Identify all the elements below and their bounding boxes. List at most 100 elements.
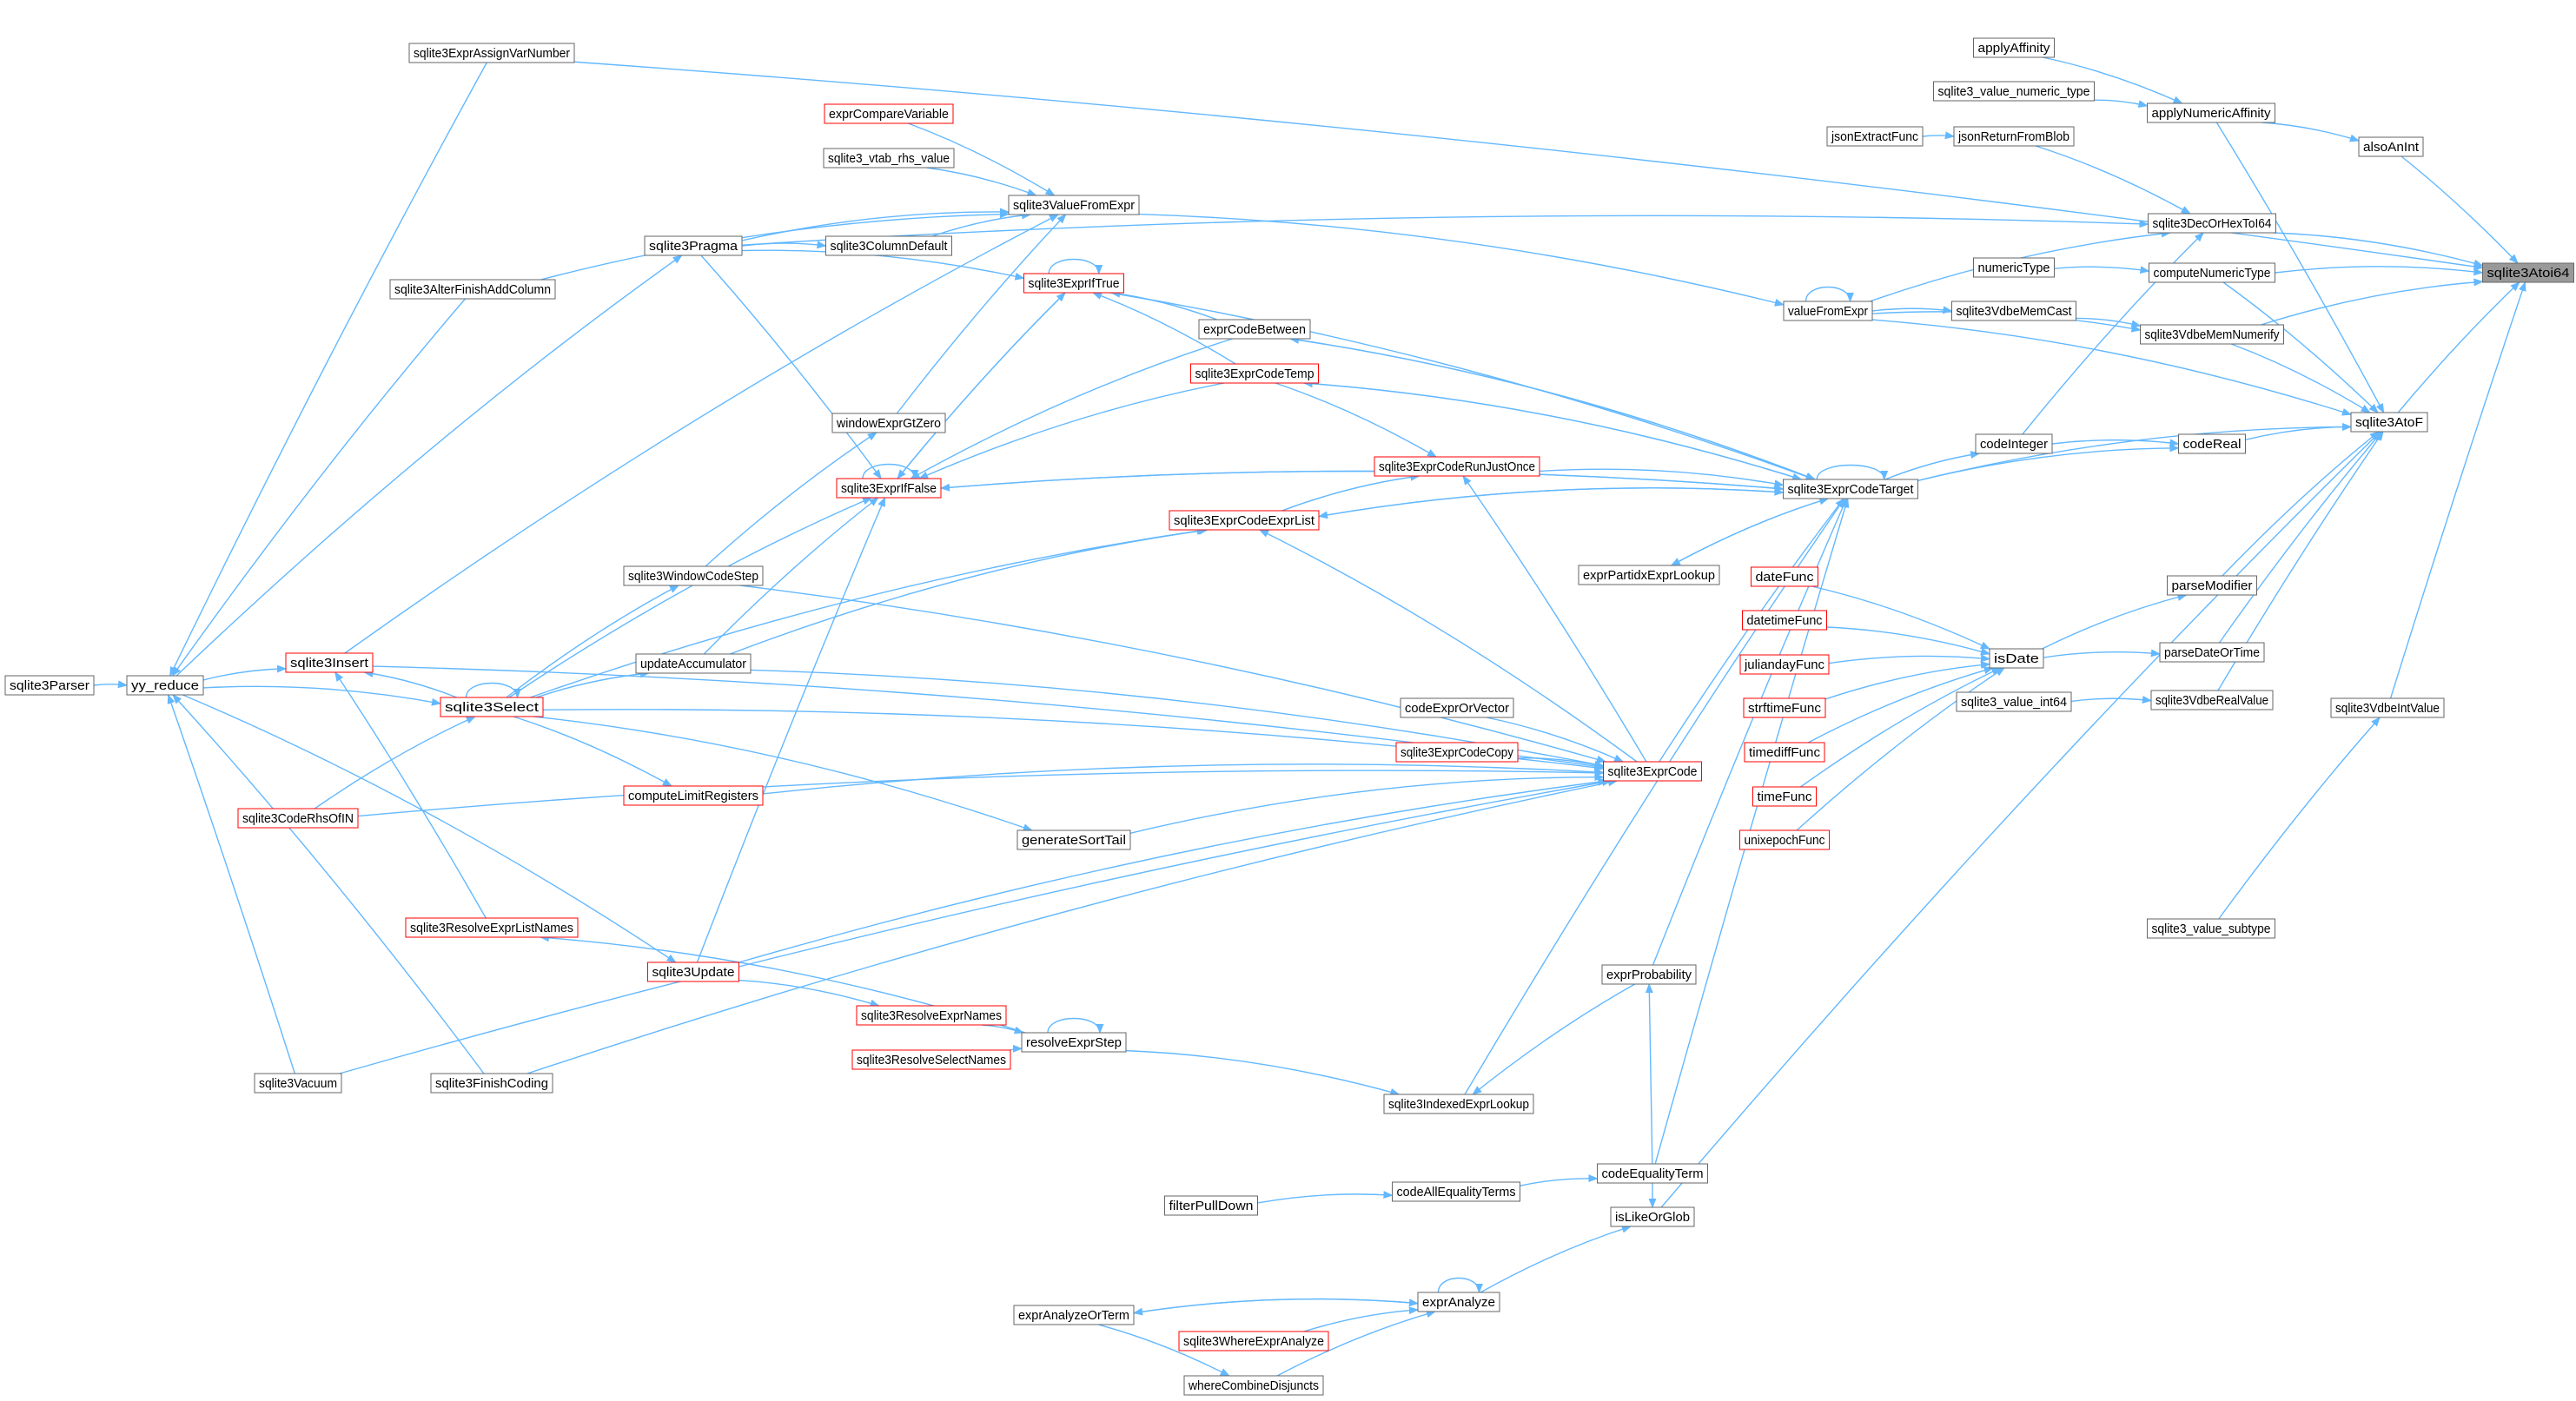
node-label: sqlite3WindowCodeStep xyxy=(628,570,758,584)
node-columnDefault[interactable]: sqlite3ColumnDefault xyxy=(825,235,952,256)
node-exprCodeCopy[interactable]: sqlite3ExprCodeCopy xyxy=(1395,742,1519,763)
node-parser[interactable]: sqlite3Parser xyxy=(4,675,95,696)
node-label: sqlite3ExprCodeRunJustOnce xyxy=(1379,460,1535,474)
node-box xyxy=(623,785,764,806)
node-exprIfTrue[interactable]: sqlite3ExprIfTrue xyxy=(1023,273,1124,294)
call-edge-valueNumType-to-applyNumAff xyxy=(2094,99,2149,109)
node-juliandayFunc[interactable]: juliandayFunc xyxy=(1739,654,1830,675)
node-codeReal[interactable]: codeReal xyxy=(2178,433,2246,454)
node-jsonReturn[interactable]: jsonReturnFromBlob xyxy=(1953,126,2075,147)
node-label: sqlite3_value_subtype xyxy=(2152,922,2271,936)
node-strftimeFunc[interactable]: strftimeFunc xyxy=(1743,697,1826,718)
node-applyAffinity[interactable]: applyAffinity xyxy=(1973,37,2055,58)
node-exprCode[interactable]: sqlite3ExprCode xyxy=(1603,761,1702,782)
call-edge-strftimeFunc-to-isDate xyxy=(1824,661,1991,700)
node-updateAccumulator[interactable]: updateAccumulator xyxy=(635,653,752,674)
call-edge-select-to-generateSortTail xyxy=(533,716,1033,831)
node-generateSortTail[interactable]: generateSortTail xyxy=(1016,829,1131,850)
node-indexedExprLookup[interactable]: sqlite3IndexedExprLookup xyxy=(1383,1094,1534,1114)
node-computeLimit[interactable]: computeLimitRegisters xyxy=(623,785,764,806)
node-exprCodeTarget[interactable]: sqlite3ExprCodeTarget xyxy=(1783,479,1918,499)
node-pragma[interactable]: sqlite3Pragma xyxy=(644,235,743,256)
node-valueNumType[interactable]: sqlite3_value_numeric_type xyxy=(1933,81,2095,102)
node-exprAnalyze[interactable]: exprAnalyze xyxy=(1417,1292,1500,1312)
node-realValue[interactable]: sqlite3VdbeRealValue xyxy=(2150,690,2274,710)
node-numericType[interactable]: numericType xyxy=(1973,257,2055,278)
node-unixepochFunc[interactable]: unixepochFunc xyxy=(1739,829,1830,850)
node-resolveSelectNames[interactable]: sqlite3ResolveSelectNames xyxy=(851,1049,1011,1070)
node-box xyxy=(1016,829,1131,850)
node-applyNumAff[interactable]: applyNumericAffinity xyxy=(2147,102,2275,123)
node-yyReduce[interactable]: yy_reduce xyxy=(126,675,204,696)
node-codeEqTerm[interactable]: codeEqualityTerm xyxy=(1597,1163,1708,1184)
node-label: sqlite3VdbeRealValue xyxy=(2155,694,2268,708)
call-edge-isDate-to-parseModifier xyxy=(2042,593,2188,650)
node-vacuum[interactable]: sqlite3Vacuum xyxy=(254,1073,342,1094)
node-resolveExprStep[interactable]: resolveExprStep xyxy=(1021,1032,1127,1053)
call-edge-exprCodeTarget-to-codeReal xyxy=(1917,444,2180,481)
node-exprAnalyzeOrTerm[interactable]: exprAnalyzeOrTerm xyxy=(1013,1305,1135,1325)
call-edge-resolveExprStep-to-indexedExprLookup xyxy=(1125,1049,1401,1096)
call-edge-exprCodeTarget-to-exprCodeBetween xyxy=(1288,336,1816,480)
node-decOrHex[interactable]: sqlite3DecOrHexToI64 xyxy=(2148,213,2276,234)
node-exprCodeRunJust[interactable]: sqlite3ExprCodeRunJustOnce xyxy=(1374,456,1540,477)
node-whereExprAnalyze[interactable]: sqlite3WhereExprAnalyze xyxy=(1178,1331,1329,1351)
node-exprCompareVariable[interactable]: exprCompareVariable xyxy=(824,103,954,124)
node-valueFromExpr[interactable]: valueFromExpr xyxy=(1783,301,1873,321)
call-edge-update-to-exprIfFalse xyxy=(696,496,886,963)
node-box xyxy=(824,103,954,124)
node-label: codeAllEqualityTerms xyxy=(1397,1186,1516,1199)
node-exprPartidx[interactable]: exprPartidxExprLookup xyxy=(1578,565,1720,585)
node-select[interactable]: sqlite3Select xyxy=(440,697,544,717)
node-exprIfFalse[interactable]: sqlite3ExprIfFalse xyxy=(836,478,942,499)
call-edge-columnDefault-to-valueFromExpr2 xyxy=(931,211,1032,237)
node-valueFromExpr2[interactable]: sqlite3ValueFromExpr xyxy=(1008,195,1140,215)
call-edge-exprCodeTarget-to-exprCodeExprList xyxy=(1317,487,1784,519)
node-datetimeFunc[interactable]: datetimeFunc xyxy=(1742,610,1827,631)
node-label: valueFromExpr xyxy=(1788,305,1868,319)
node-vtabRhsValue[interactable]: sqlite3_vtab_rhs_value xyxy=(823,148,955,169)
node-label: sqlite3ValueFromExpr xyxy=(1013,199,1135,213)
node-alsoAnInt[interactable]: alsoAnInt xyxy=(2358,136,2424,157)
node-dateFunc[interactable]: dateFunc xyxy=(1751,566,1818,587)
node-update[interactable]: sqlite3Update xyxy=(647,962,739,982)
node-timediffFunc[interactable]: timediffFunc xyxy=(1744,742,1825,763)
node-computeNumType[interactable]: computeNumericType xyxy=(2149,262,2275,283)
node-valueInt64[interactable]: sqlite3_value_int64 xyxy=(1956,691,2072,712)
node-alterFinishAdd[interactable]: sqlite3AlterFinishAddColumn xyxy=(389,279,556,300)
node-box xyxy=(647,962,739,982)
node-valueSubtype[interactable]: sqlite3_value_subtype xyxy=(2147,918,2275,939)
node-finishCoding[interactable]: sqlite3FinishCoding xyxy=(430,1073,553,1094)
node-windowCodeStep[interactable]: sqlite3WindowCodeStep xyxy=(623,565,764,586)
node-insert[interactable]: sqlite3Insert xyxy=(285,652,374,673)
node-exprCodeBetween[interactable]: exprCodeBetween xyxy=(1198,319,1311,340)
call-edge-atof-to-atoi64 xyxy=(2397,281,2520,413)
node-codeInteger[interactable]: codeInteger xyxy=(1975,433,2053,454)
node-resolveExprListNames[interactable]: sqlite3ResolveExprListNames xyxy=(405,917,579,938)
node-atof[interactable]: sqlite3AtoF xyxy=(2350,412,2428,433)
node-memCast[interactable]: sqlite3VdbeMemCast xyxy=(1951,301,2076,321)
node-parseDateOrTime[interactable]: parseDateOrTime xyxy=(2159,642,2265,663)
node-jsonExtract[interactable]: jsonExtractFunc xyxy=(1826,126,1924,147)
node-isLikeOrGlob[interactable]: isLikeOrGlob xyxy=(1610,1206,1695,1227)
node-exprAssignVar[interactable]: sqlite3ExprAssignVarNumber xyxy=(408,43,575,63)
node-whereCombine[interactable]: whereCombineDisjuncts xyxy=(1183,1375,1324,1396)
node-intValue[interactable]: sqlite3VdbeIntValue xyxy=(2330,697,2445,718)
node-exprCodeTemp[interactable]: sqlite3ExprCodeTemp xyxy=(1190,363,1319,384)
node-parseModifier[interactable]: parseModifier xyxy=(2167,575,2257,596)
node-resolveExprNames[interactable]: sqlite3ResolveExprNames xyxy=(856,1005,1007,1026)
node-filterPullDown[interactable]: filterPullDown xyxy=(1164,1195,1258,1216)
node-label: sqlite3FinishCoding xyxy=(435,1077,548,1091)
call-edge-select-to-select xyxy=(465,682,521,699)
node-isDate[interactable]: isDate xyxy=(1989,648,2044,669)
node-codeRhsOfIN[interactable]: sqlite3CodeRhsOfIN xyxy=(237,808,359,829)
node-label: sqlite3Insert xyxy=(290,657,368,671)
node-windowExprGtZero[interactable]: windowExprGtZero xyxy=(831,413,946,433)
node-exprCodeExprList[interactable]: sqlite3ExprCodeExprList xyxy=(1169,510,1320,531)
node-atoi64[interactable]: sqlite3Atoi64 xyxy=(2482,262,2574,283)
node-codeAllEq[interactable]: codeAllEqualityTerms xyxy=(1392,1181,1520,1202)
node-memNumerify[interactable]: sqlite3VdbeMemNumerify xyxy=(2140,324,2284,345)
node-timeFunc[interactable]: timeFunc xyxy=(1752,786,1817,807)
node-exprProbability[interactable]: exprProbability xyxy=(1601,964,1697,985)
node-codeExprOrVector[interactable]: codeExprOrVector xyxy=(1400,697,1514,718)
